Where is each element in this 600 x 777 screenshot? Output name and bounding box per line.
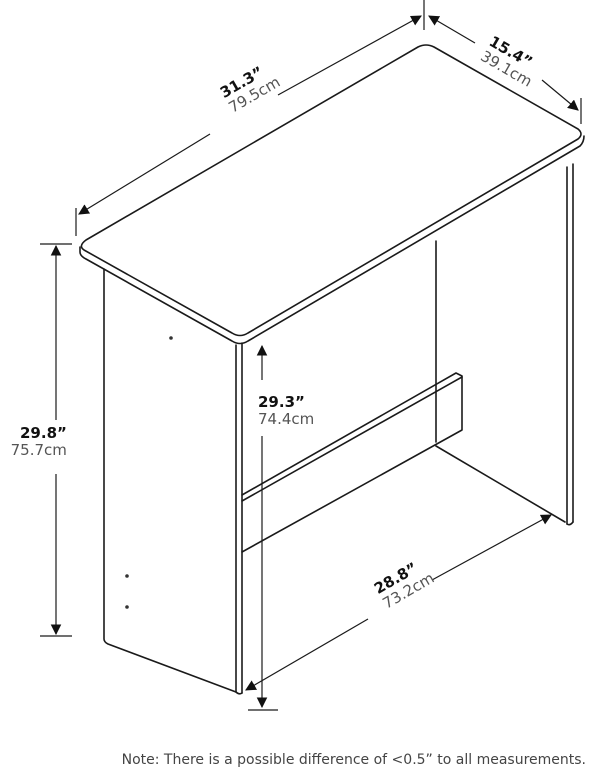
stretcher-bar (241, 372, 463, 553)
clearance-height-dimension-label: 29.3” 74.4cm (258, 395, 314, 427)
desk-outline (79, 44, 585, 695)
dimension-lines (40, 0, 582, 711)
clearance-height-metric: 74.4cm (258, 410, 315, 428)
clearance-height-imperial: 29.3” (258, 393, 305, 411)
tabletop-front-edge (79, 135, 585, 345)
tabletop-surface (80, 44, 582, 337)
overall-height-metric: 75.7cm (10, 441, 67, 459)
overall-height-imperial: 29.8” (20, 424, 67, 442)
measurement-note: Note: There is a possible difference of … (121, 752, 586, 768)
screw-holes (125, 336, 173, 609)
left-leg-panel (103, 268, 237, 693)
overall-height-dimension-label: 29.8” 75.7cm (11, 424, 67, 458)
